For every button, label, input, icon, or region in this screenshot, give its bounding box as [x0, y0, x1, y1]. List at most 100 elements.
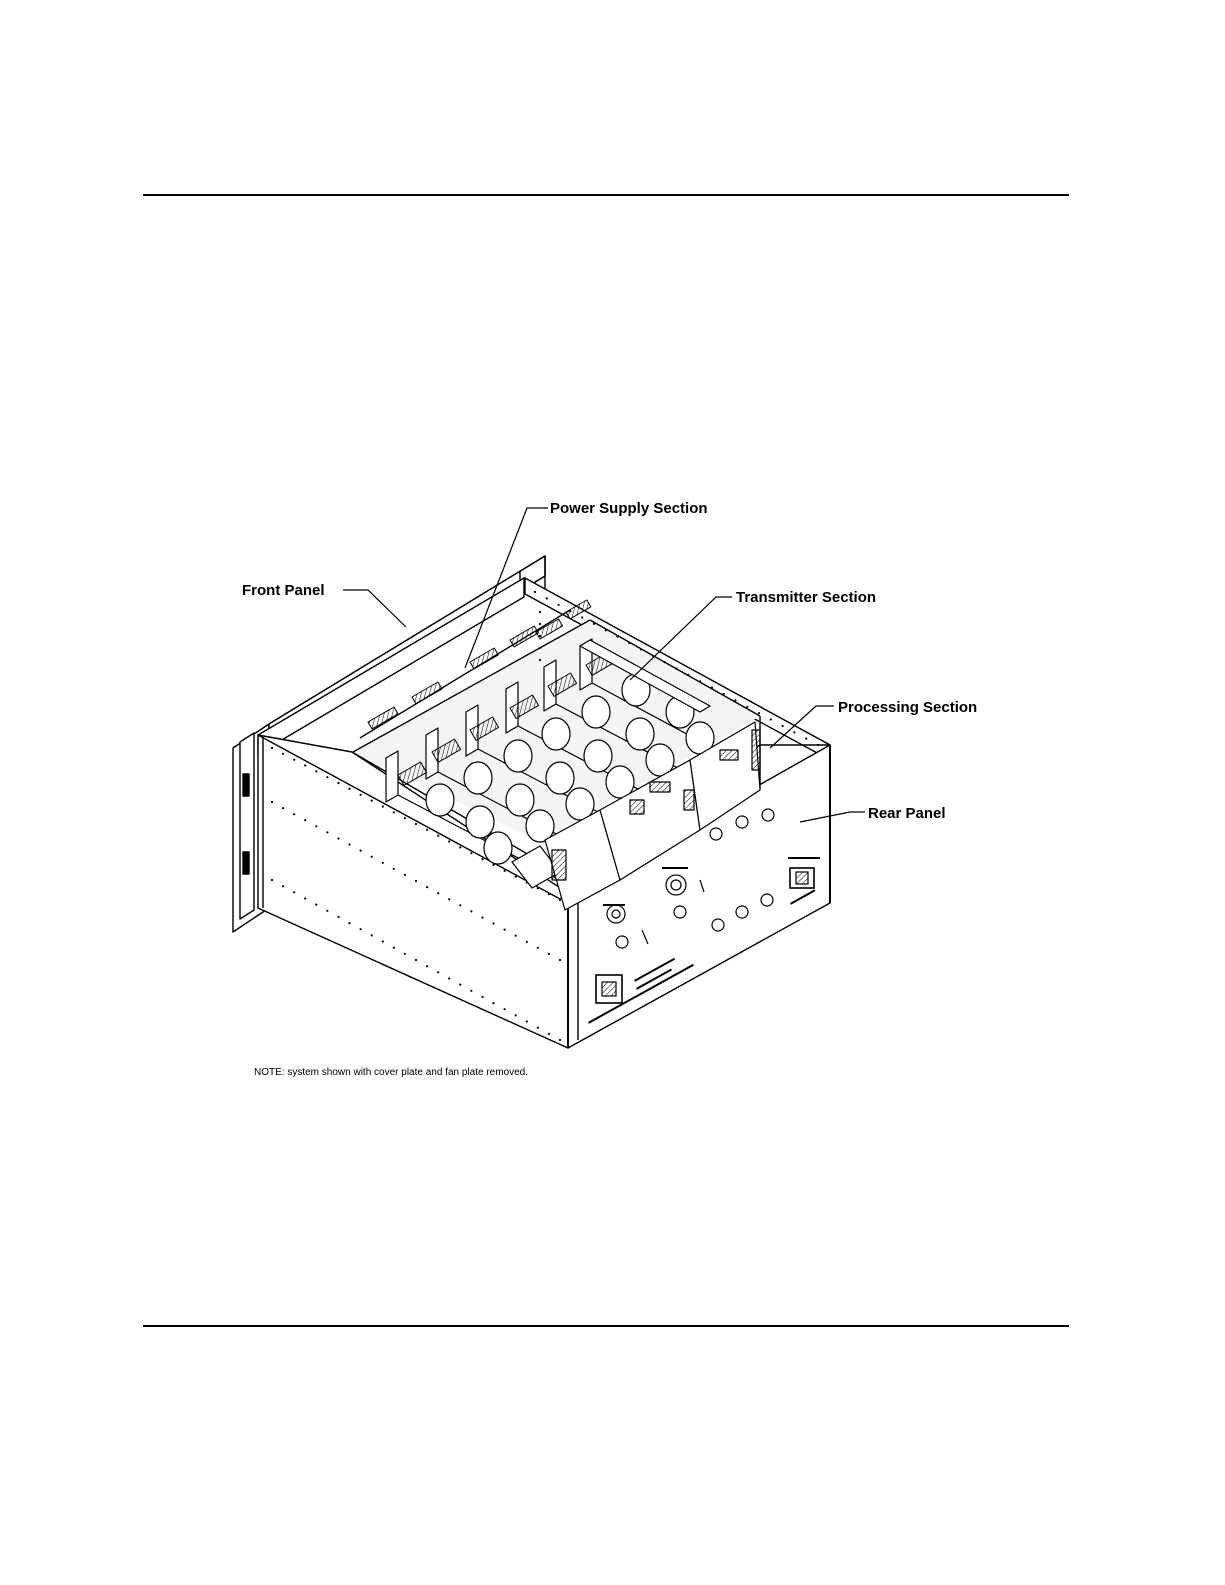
perforation-dot [539, 623, 541, 625]
perforation-dot [448, 840, 450, 842]
perforation-dot [675, 667, 677, 669]
perforation-dot [481, 916, 483, 918]
perforation-dot [526, 881, 528, 883]
perforation-dot [360, 794, 362, 796]
perforation-dot [304, 897, 306, 899]
perforation-dot [515, 876, 517, 878]
perforation-dot [360, 928, 362, 930]
perforation-dot [371, 934, 373, 936]
label-front-panel: Front Panel [242, 582, 325, 599]
perforation-dot [805, 738, 807, 740]
label-rear-panel: Rear Panel [868, 805, 946, 822]
perforation-dot [404, 817, 406, 819]
perforation-dot [605, 629, 607, 631]
perforation-dot [382, 805, 384, 807]
perforation-dot [271, 879, 273, 881]
perforation-dot [304, 764, 306, 766]
perforation-dot [492, 864, 494, 866]
perforation-dot [492, 1002, 494, 1004]
perforation-dot [526, 1020, 528, 1022]
perforation-dot [326, 831, 328, 833]
perforation-dot [371, 856, 373, 858]
bottom-rule [143, 1325, 1069, 1327]
perforation-dot [404, 953, 406, 955]
perforation-dot [537, 947, 539, 949]
perforation-dot [481, 858, 483, 860]
perforation-dot [415, 823, 417, 825]
perforation-dot [504, 929, 506, 931]
perforation-dot [393, 868, 395, 870]
perforation-dot [293, 813, 295, 815]
perforation-dot [315, 825, 317, 827]
label-power-supply-section: Power Supply Section [550, 500, 708, 517]
perforation-dot [558, 604, 560, 606]
perforation-dot [699, 680, 701, 682]
perforation-dot [304, 819, 306, 821]
perforation-dot [271, 747, 273, 749]
perforation-dot [437, 835, 439, 837]
perforation-dot [492, 922, 494, 924]
perforation-dot [437, 892, 439, 894]
perforation-dot [382, 940, 384, 942]
perforation-dot [459, 846, 461, 848]
perforation-dot [534, 591, 536, 593]
label-transmitter-section: Transmitter Section [736, 589, 876, 606]
perforation-dot [559, 1039, 561, 1041]
perforation-dot [539, 635, 541, 637]
perforation-dot [282, 885, 284, 887]
perforation-dot [426, 965, 428, 967]
perforation-dot [337, 837, 339, 839]
perforation-dot [282, 807, 284, 809]
perforation-dot [539, 611, 541, 613]
perforation-dot [546, 597, 548, 599]
perforation-dot [548, 893, 550, 895]
figure-note: NOTE: system shown with cover plate and … [254, 1067, 528, 1078]
perforation-dot [348, 843, 350, 845]
perforation-dot [664, 661, 666, 663]
perforation-dot [746, 706, 748, 708]
label-processing-section: Processing Section [838, 699, 977, 716]
perforation-dot [426, 829, 428, 831]
perforation-dot [515, 935, 517, 937]
perforation-dot [711, 687, 713, 689]
perforation-dot [537, 887, 539, 889]
perforation-dot [793, 731, 795, 733]
perforation-dot [723, 693, 725, 695]
perforation-dot [548, 953, 550, 955]
perforation-dot [687, 674, 689, 676]
perforation-dot [559, 959, 561, 961]
perforation-dot [593, 623, 595, 625]
perforation-dot [459, 904, 461, 906]
perforation-dot [758, 712, 760, 714]
perforation-dot [581, 616, 583, 618]
perforation-dot [640, 648, 642, 650]
perforation-dot [459, 984, 461, 986]
perforation-dot [360, 850, 362, 852]
perforation-dot [559, 899, 561, 901]
perforation-dot [539, 647, 541, 649]
perforation-dot [548, 1033, 550, 1035]
perforation-dot [448, 898, 450, 900]
perforation-dot [371, 800, 373, 802]
perforation-dot [382, 862, 384, 864]
perforation-dot [404, 874, 406, 876]
perforation-dot [734, 699, 736, 701]
perforation-dot [393, 947, 395, 949]
perforation-dot [415, 959, 417, 961]
perforation-dot [271, 801, 273, 803]
perforation-dot [337, 782, 339, 784]
perforation-dot [426, 886, 428, 888]
leader-front-panel [343, 590, 406, 627]
perforation-dot [470, 990, 472, 992]
perforation-dot [504, 1008, 506, 1010]
perforation-dot [348, 788, 350, 790]
perforation-dot [393, 811, 395, 813]
perforation-dot [481, 996, 483, 998]
perforation-dot [770, 718, 772, 720]
perforation-dot [315, 770, 317, 772]
perforation-dot [293, 759, 295, 761]
perforation-dot [526, 941, 528, 943]
perforation-dot [817, 744, 819, 746]
perforation-dot [293, 891, 295, 893]
